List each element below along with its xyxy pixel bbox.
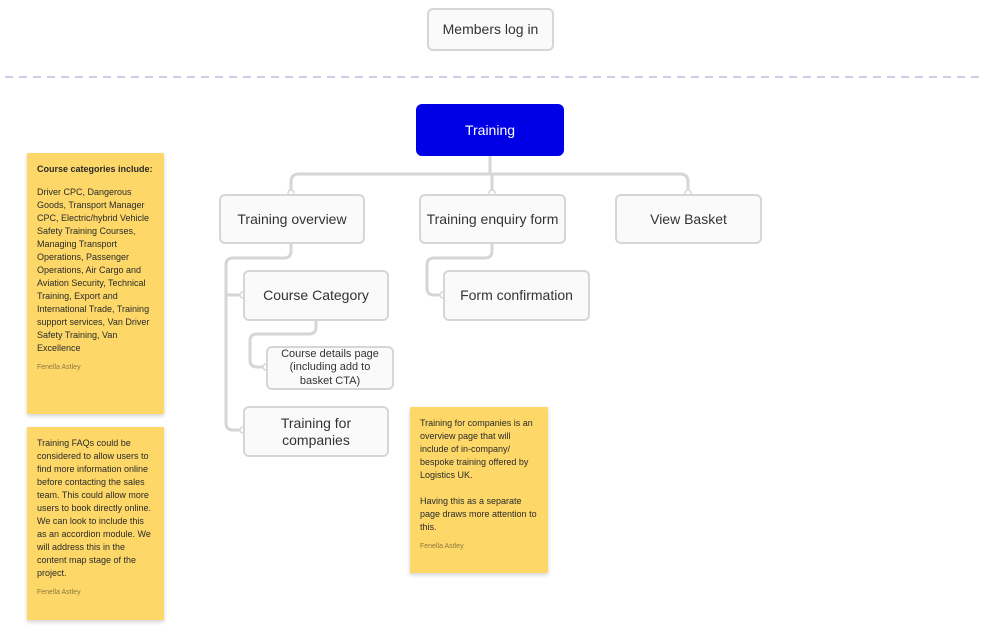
training-overview-node[interactable]: Training overview bbox=[219, 194, 365, 244]
view-basket-node[interactable]: View Basket bbox=[615, 194, 762, 244]
sticky-text: Training FAQs could be considered to all… bbox=[37, 438, 152, 578]
connector-enquiry-confirmation bbox=[425, 243, 494, 297]
training-node[interactable]: Training bbox=[416, 104, 564, 156]
connector-category-details bbox=[248, 320, 318, 369]
sticky-text: Training for companies is an overview pa… bbox=[420, 418, 537, 532]
course-details-page-node[interactable]: Course details page (including add to ba… bbox=[266, 346, 394, 390]
sticky-author: Fenella Astley bbox=[420, 543, 464, 550]
sticky-note-training-for-companies[interactable]: Training for companies is an overview pa… bbox=[410, 407, 548, 573]
sticky-note-course-categories[interactable]: Course categories include: Driver CPC, D… bbox=[27, 153, 164, 414]
form-confirmation-node[interactable]: Form confirmation bbox=[443, 270, 590, 321]
course-category-node[interactable]: Course Category bbox=[243, 270, 389, 321]
training-enquiry-form-node[interactable]: Training enquiry form bbox=[419, 194, 566, 244]
sticky-author: Fenella Astley bbox=[37, 364, 81, 371]
training-for-companies-node[interactable]: Training for companies bbox=[243, 406, 389, 457]
sticky-note-training-faqs[interactable]: Training FAQs could be considered to all… bbox=[27, 427, 164, 620]
sticky-author: Fenella Astley bbox=[37, 589, 81, 596]
connector-training-children bbox=[289, 155, 690, 194]
sticky-title: Course categories include: bbox=[37, 164, 153, 174]
members-login-node[interactable]: Members log in bbox=[427, 8, 554, 51]
sticky-text: Driver CPC, Dangerous Goods, Transport M… bbox=[37, 187, 150, 353]
